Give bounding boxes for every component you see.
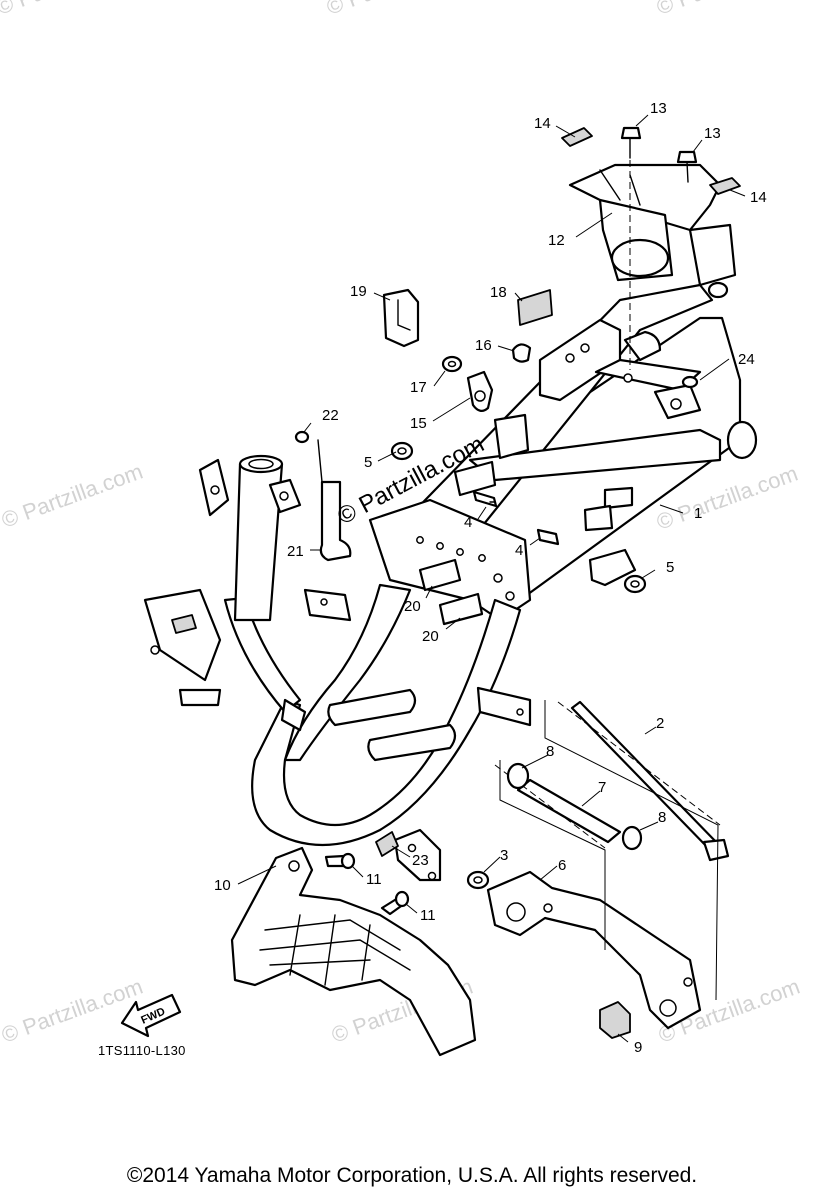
engine-assy-outline (499, 700, 719, 1001)
callout-20-lower: 20 (422, 628, 439, 645)
main-frame (143, 281, 758, 882)
callout-1: 1 (694, 505, 702, 522)
callout-6: 6 (558, 857, 566, 874)
part-22-nut (294, 430, 310, 444)
callout-5-upper: 5 (364, 454, 372, 471)
part-24-bolt (681, 375, 699, 389)
part-17-nut (441, 355, 463, 373)
part-2-through-bolt (557, 700, 730, 862)
part-3-nut (466, 870, 490, 890)
callout-11-upper: 11 (366, 871, 382, 888)
callout-8-lower: 8 (658, 809, 666, 826)
part-18-pad (517, 289, 553, 326)
callout-15: 15 (410, 415, 427, 432)
callout-11-lower: 11 (420, 907, 436, 924)
callout-24: 24 (738, 351, 755, 368)
part-12-air-guide (568, 163, 737, 287)
part-5-nuts (390, 441, 647, 594)
part-20-dampers (418, 558, 484, 626)
part-10-bracket (230, 846, 477, 1057)
callout-9: 9 (634, 1039, 642, 1056)
callout-10: 10 (214, 877, 231, 894)
part-8-bushings (506, 762, 643, 851)
watermark-top-edge-1: © Partzilla.com (0, 0, 141, 20)
callout-18: 18 (490, 284, 507, 301)
part-6-engine-bracket (486, 870, 702, 1030)
callout-19: 19 (350, 283, 367, 300)
watermark-top-edge-3: © Partzilla.com (653, 0, 801, 20)
part-11-bolts (324, 852, 410, 916)
callout-14-right: 14 (750, 189, 767, 206)
callout-22: 22 (322, 407, 339, 424)
callout-3: 3 (500, 847, 508, 864)
callout-12: 12 (548, 232, 565, 249)
part-13-bolts (620, 126, 698, 370)
part-15-clamp (466, 370, 494, 412)
copyright-notice: ©2014 Yamaha Motor Corporation, U.S.A. A… (126, 1164, 698, 1187)
part-16-clip (511, 343, 532, 363)
part-14-pads (561, 127, 741, 195)
callout-13-right: 13 (704, 125, 721, 142)
callouts: 14 13 13 14 12 19 18 16 17 15 22 5 4 4 5… (214, 100, 767, 1056)
callout-16: 16 (475, 337, 492, 354)
callout-7: 7 (598, 779, 606, 796)
part-4-bolts (472, 490, 560, 546)
callout-13-top: 13 (650, 100, 667, 117)
part-9-damper (599, 1001, 631, 1039)
fwd-arrow: FWD (120, 993, 182, 1038)
leader-lines (237, 114, 746, 1043)
callout-5-lower: 5 (666, 559, 674, 576)
diagram-code: 1TS1110-L130 (98, 1043, 186, 1058)
callout-20-upper: 20 (404, 598, 421, 615)
callout-8-upper: 8 (546, 743, 554, 760)
callout-14-top: 14 (534, 115, 551, 132)
callout-21: 21 (287, 543, 304, 560)
callout-23: 23 (412, 852, 429, 869)
callout-2: 2 (656, 715, 664, 732)
part-19-cap (382, 288, 420, 348)
watermark-left-top: © Partzilla.com (0, 459, 146, 533)
callout-4-lower: 4 (515, 542, 523, 559)
part-23-pad (375, 831, 399, 857)
watermark-top-edge-2: © Partzilla.com (323, 0, 471, 20)
watermark-left-bottom: © Partzilla.com (0, 974, 146, 1048)
callout-4-upper: 4 (464, 514, 472, 531)
callout-17: 17 (410, 379, 427, 396)
